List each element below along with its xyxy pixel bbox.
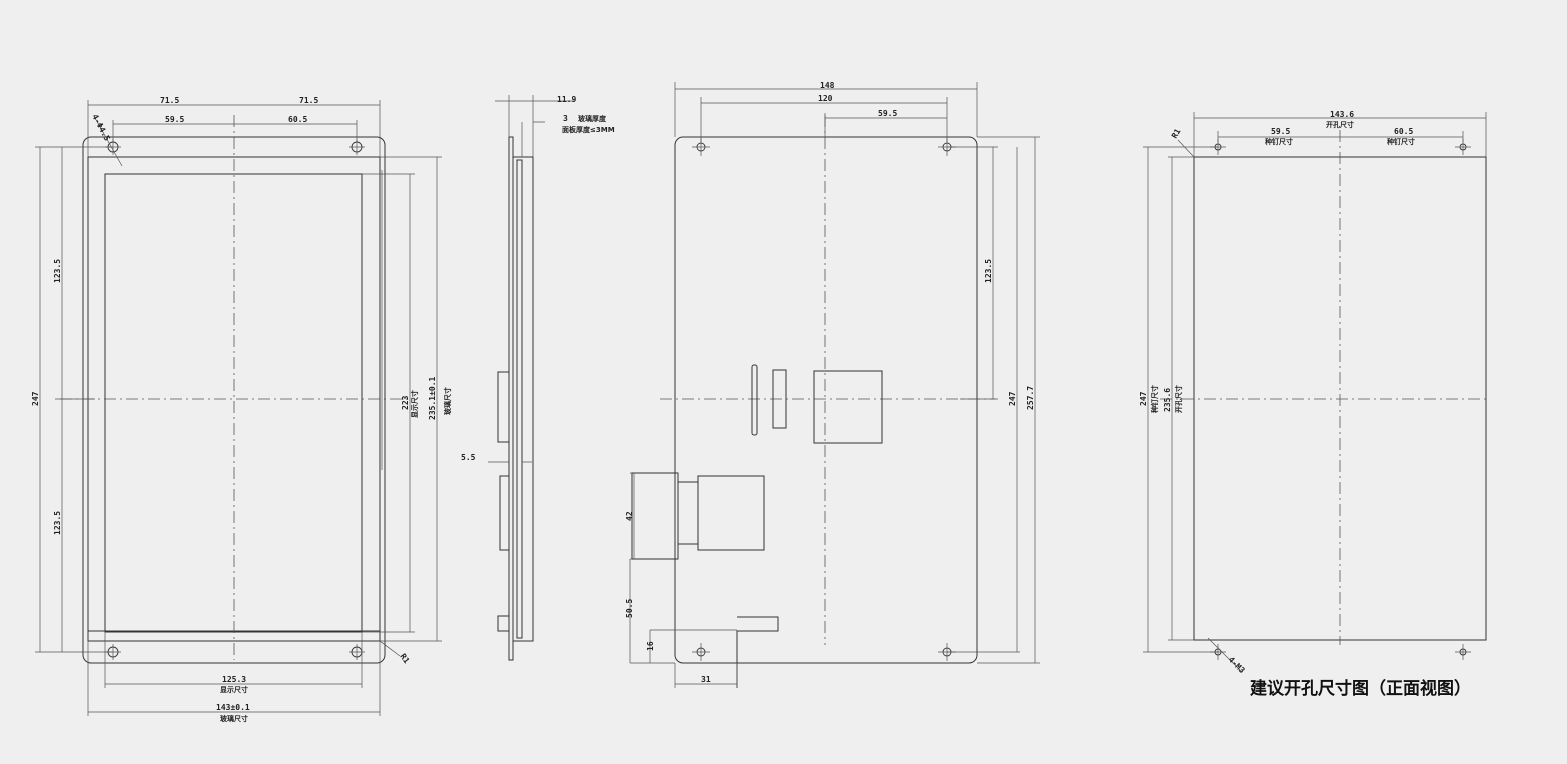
front-top-right-dim: 71.5 [299, 96, 318, 105]
hole-callout-leader [94, 117, 123, 167]
cutout-view: 143.6 开孔尺寸 59.5 种钉尺寸 60.5 种钉尺寸 R1 247 种钉… [1139, 110, 1490, 699]
side-panel-thickness-label: 面板厚度≤3MM [562, 125, 615, 134]
back-connector-housing [631, 472, 679, 560]
back-hole-height-dim: 247 [1008, 391, 1017, 406]
cutout-height-label: 开孔尺寸 [1174, 385, 1183, 413]
side-glass-thickness-label: 玻璃厚度 [578, 114, 607, 123]
side-panel [508, 136, 514, 661]
cutout-stud-callout: 4-M3 [1227, 655, 1247, 675]
front-hole-callout: 4-Φ4.5 [90, 113, 112, 143]
front-total-height-dim: 247 [31, 391, 40, 406]
back-component-chip [813, 370, 883, 444]
front-glass-width-label: 玻璃尺寸 [220, 714, 248, 723]
stud-callout-leader [1207, 637, 1243, 673]
corner-leader [379, 640, 401, 657]
cutout-stud-left-dim: 59.5 [1271, 127, 1290, 136]
back-connector-neck [677, 481, 699, 545]
back-connector-body [697, 475, 765, 551]
cutout-stud-right-label: 种钉尺寸 [1386, 137, 1415, 146]
back-board [674, 136, 978, 664]
side-pcb [516, 159, 523, 639]
cutout-corner-radius: R1 [1170, 127, 1183, 140]
back-view: 148 120 59.5 123.5 247 257.7 42 50.5 16 … [625, 81, 1040, 688]
cutout-caption: 建议开孔尺寸图（正面视图） [1250, 678, 1471, 699]
front-display-width-label: 显示尺寸 [220, 685, 248, 694]
cutout-corner-leader [1177, 139, 1195, 158]
cutout-height-dim: 235.6 [1163, 388, 1172, 412]
side-connector-upper [497, 371, 510, 443]
front-glass-width-dim: 143±0.1 [216, 703, 250, 712]
front-corner-radius: R1 [398, 652, 411, 665]
back-hole-offset-dim: 59.5 [878, 109, 897, 118]
front-display-width-dim: 125.3 [222, 675, 246, 684]
cutout-stud-left-label: 种钉尺寸 [1264, 137, 1293, 146]
front-upper-half-dim: 123.5 [53, 259, 62, 283]
back-connector-offset-dim: 50.5 [625, 599, 634, 618]
back-total-height-dim: 257.7 [1026, 386, 1035, 410]
cutout-stud-height-dim: 247 [1139, 391, 1148, 406]
front-mount-holes [105, 139, 365, 660]
front-lower-half-dim: 123.5 [53, 511, 62, 535]
cutout-total-width-dim: 143.6 [1330, 110, 1354, 119]
front-glass-height-dim: 235.1±0.1 [428, 376, 437, 420]
side-glass-thickness-dim: 3 [563, 114, 568, 123]
front-view: 71.5 71.5 59.5 60.5 4-Φ4.5 123.5 123.5 2… [31, 96, 452, 723]
back-left-offset-dim: 31 [701, 675, 711, 684]
front-hole-right-dim: 60.5 [288, 115, 307, 124]
back-mount-holes [692, 138, 956, 661]
cutout-total-width-label: 开孔尺寸 [1326, 120, 1354, 129]
back-total-width-dim: 148 [820, 81, 835, 90]
back-hole-span-dim: 120 [818, 94, 833, 103]
side-connector-bottom [497, 615, 510, 632]
front-hole-left-dim: 59.5 [165, 115, 184, 124]
back-upper-half-dim: 123.5 [984, 259, 993, 283]
back-bottom-component [736, 616, 779, 688]
side-connector-offset-dim: 5.5 [461, 453, 476, 462]
cutout-stud-height-label: 种钉尺寸 [1150, 385, 1159, 414]
front-display-height-label: 显示尺寸 [410, 390, 419, 418]
back-slot [751, 364, 758, 436]
front-display-height-dim: 223 [401, 395, 410, 410]
back-component-small [772, 369, 787, 429]
side-connector-lower [499, 475, 510, 551]
front-glass-height-label: 玻璃尺寸 [443, 387, 452, 415]
back-bottom-offset-dim: 16 [646, 641, 655, 651]
cutout-stud-right-dim: 60.5 [1394, 127, 1413, 136]
side-glass [512, 156, 534, 642]
side-view: 11.9 3 玻璃厚度 面板厚度≤3MM 5.5 [461, 95, 615, 661]
cutout-studs [1210, 139, 1471, 660]
back-connector-height-dim: 42 [625, 511, 634, 521]
front-display-area [104, 173, 363, 633]
front-top-left-dim: 71.5 [160, 96, 179, 105]
side-total-depth-dim: 11.9 [557, 95, 576, 104]
